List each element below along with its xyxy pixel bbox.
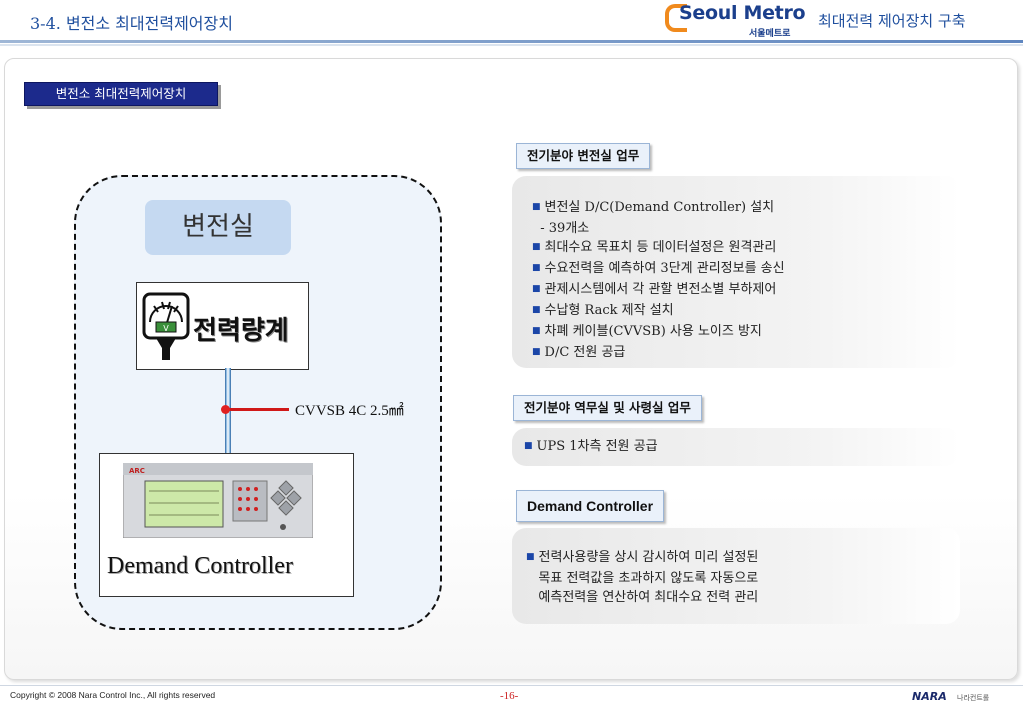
logo-sub: 서울메트로 (749, 29, 791, 39)
header-divider-light (0, 44, 1023, 46)
svg-text:V: V (163, 324, 169, 333)
demand-controller-card: ■전력사용량을 상시 감시하여 미리 설정된 목표 전력값을 초과하지 않도록 … (512, 528, 960, 624)
logo-brand: Seoul Metro (679, 2, 806, 24)
list-item: ■변전실 D/C(Demand Controller) 설치 (532, 200, 775, 215)
section-heading-substation: 전기분야 변전실 업무 (516, 143, 651, 169)
cable-pointer-line (229, 408, 289, 411)
controller-label: Demand Controller (107, 553, 293, 579)
power-meter-icon: V (142, 292, 190, 360)
logo-s-mark (665, 4, 687, 32)
header (0, 0, 1023, 40)
description-line: 예측전력을 연산하여 최대수요 전력 관리 (538, 590, 759, 605)
list-item: ■UPS 1차측 전원 공급 (524, 439, 658, 454)
device-brand: ARC (129, 467, 145, 475)
list-item: ■수요전력을 예측하여 3단계 관리정보를 송신 (532, 261, 785, 276)
list-item: ■최대수요 목표치 등 데이터설정은 원격관리 (532, 240, 777, 255)
meter-label: 전력량계 (193, 316, 289, 346)
station-office-card: ■UPS 1차측 전원 공급 (512, 428, 960, 466)
description-line: 목표 전력값을 초과하지 않도록 자동으로 (538, 571, 759, 586)
demand-controller-device-image: ARC (123, 463, 313, 538)
header-divider (0, 40, 1023, 43)
list-item: ■D/C 전원 공급 (532, 345, 626, 360)
section-heading-demand-controller: Demand Controller (516, 490, 665, 522)
copyright-text: Copyright © 2008 Nara Control Inc., All … (10, 690, 216, 700)
section-label: 변전소 최대전력제어장치 (24, 82, 218, 106)
page-number: -16- (500, 690, 519, 702)
footer-divider (0, 685, 1023, 686)
page-title: 3-4. 변전소 최대전력제어장치 (30, 14, 233, 33)
list-item: ■관제시스템에서 각 관할 변전소별 부하제어 (532, 282, 777, 297)
list-item-sub: - 39개소 (540, 221, 590, 236)
nara-logo-sub: 나라컨트롤 (957, 694, 990, 702)
seoul-metro-logo: Seoul Metro 서울메트로 (665, 2, 835, 39)
description-line: ■전력사용량을 상시 감시하여 미리 설정된 (526, 550, 759, 565)
section-heading-station-office: 전기분야 역무실 및 사령실 업무 (513, 395, 702, 421)
cable-pointer-dot (221, 405, 230, 414)
header-right-title: 최대전력 제어장치 구축 (818, 12, 966, 30)
cable-label: CVVSB 4C 2.5㎟ (295, 403, 404, 419)
nara-logo: NARA (912, 690, 947, 703)
substation-tasks-card: ■변전실 D/C(Demand Controller) 설치 - 39개소 ■최… (512, 176, 960, 368)
list-item: ■수납형 Rack 제작 설치 (532, 303, 674, 318)
room-label: 변전실 (145, 200, 291, 255)
list-item: ■차폐 케이블(CVVSB) 사용 노이즈 방지 (532, 324, 762, 339)
